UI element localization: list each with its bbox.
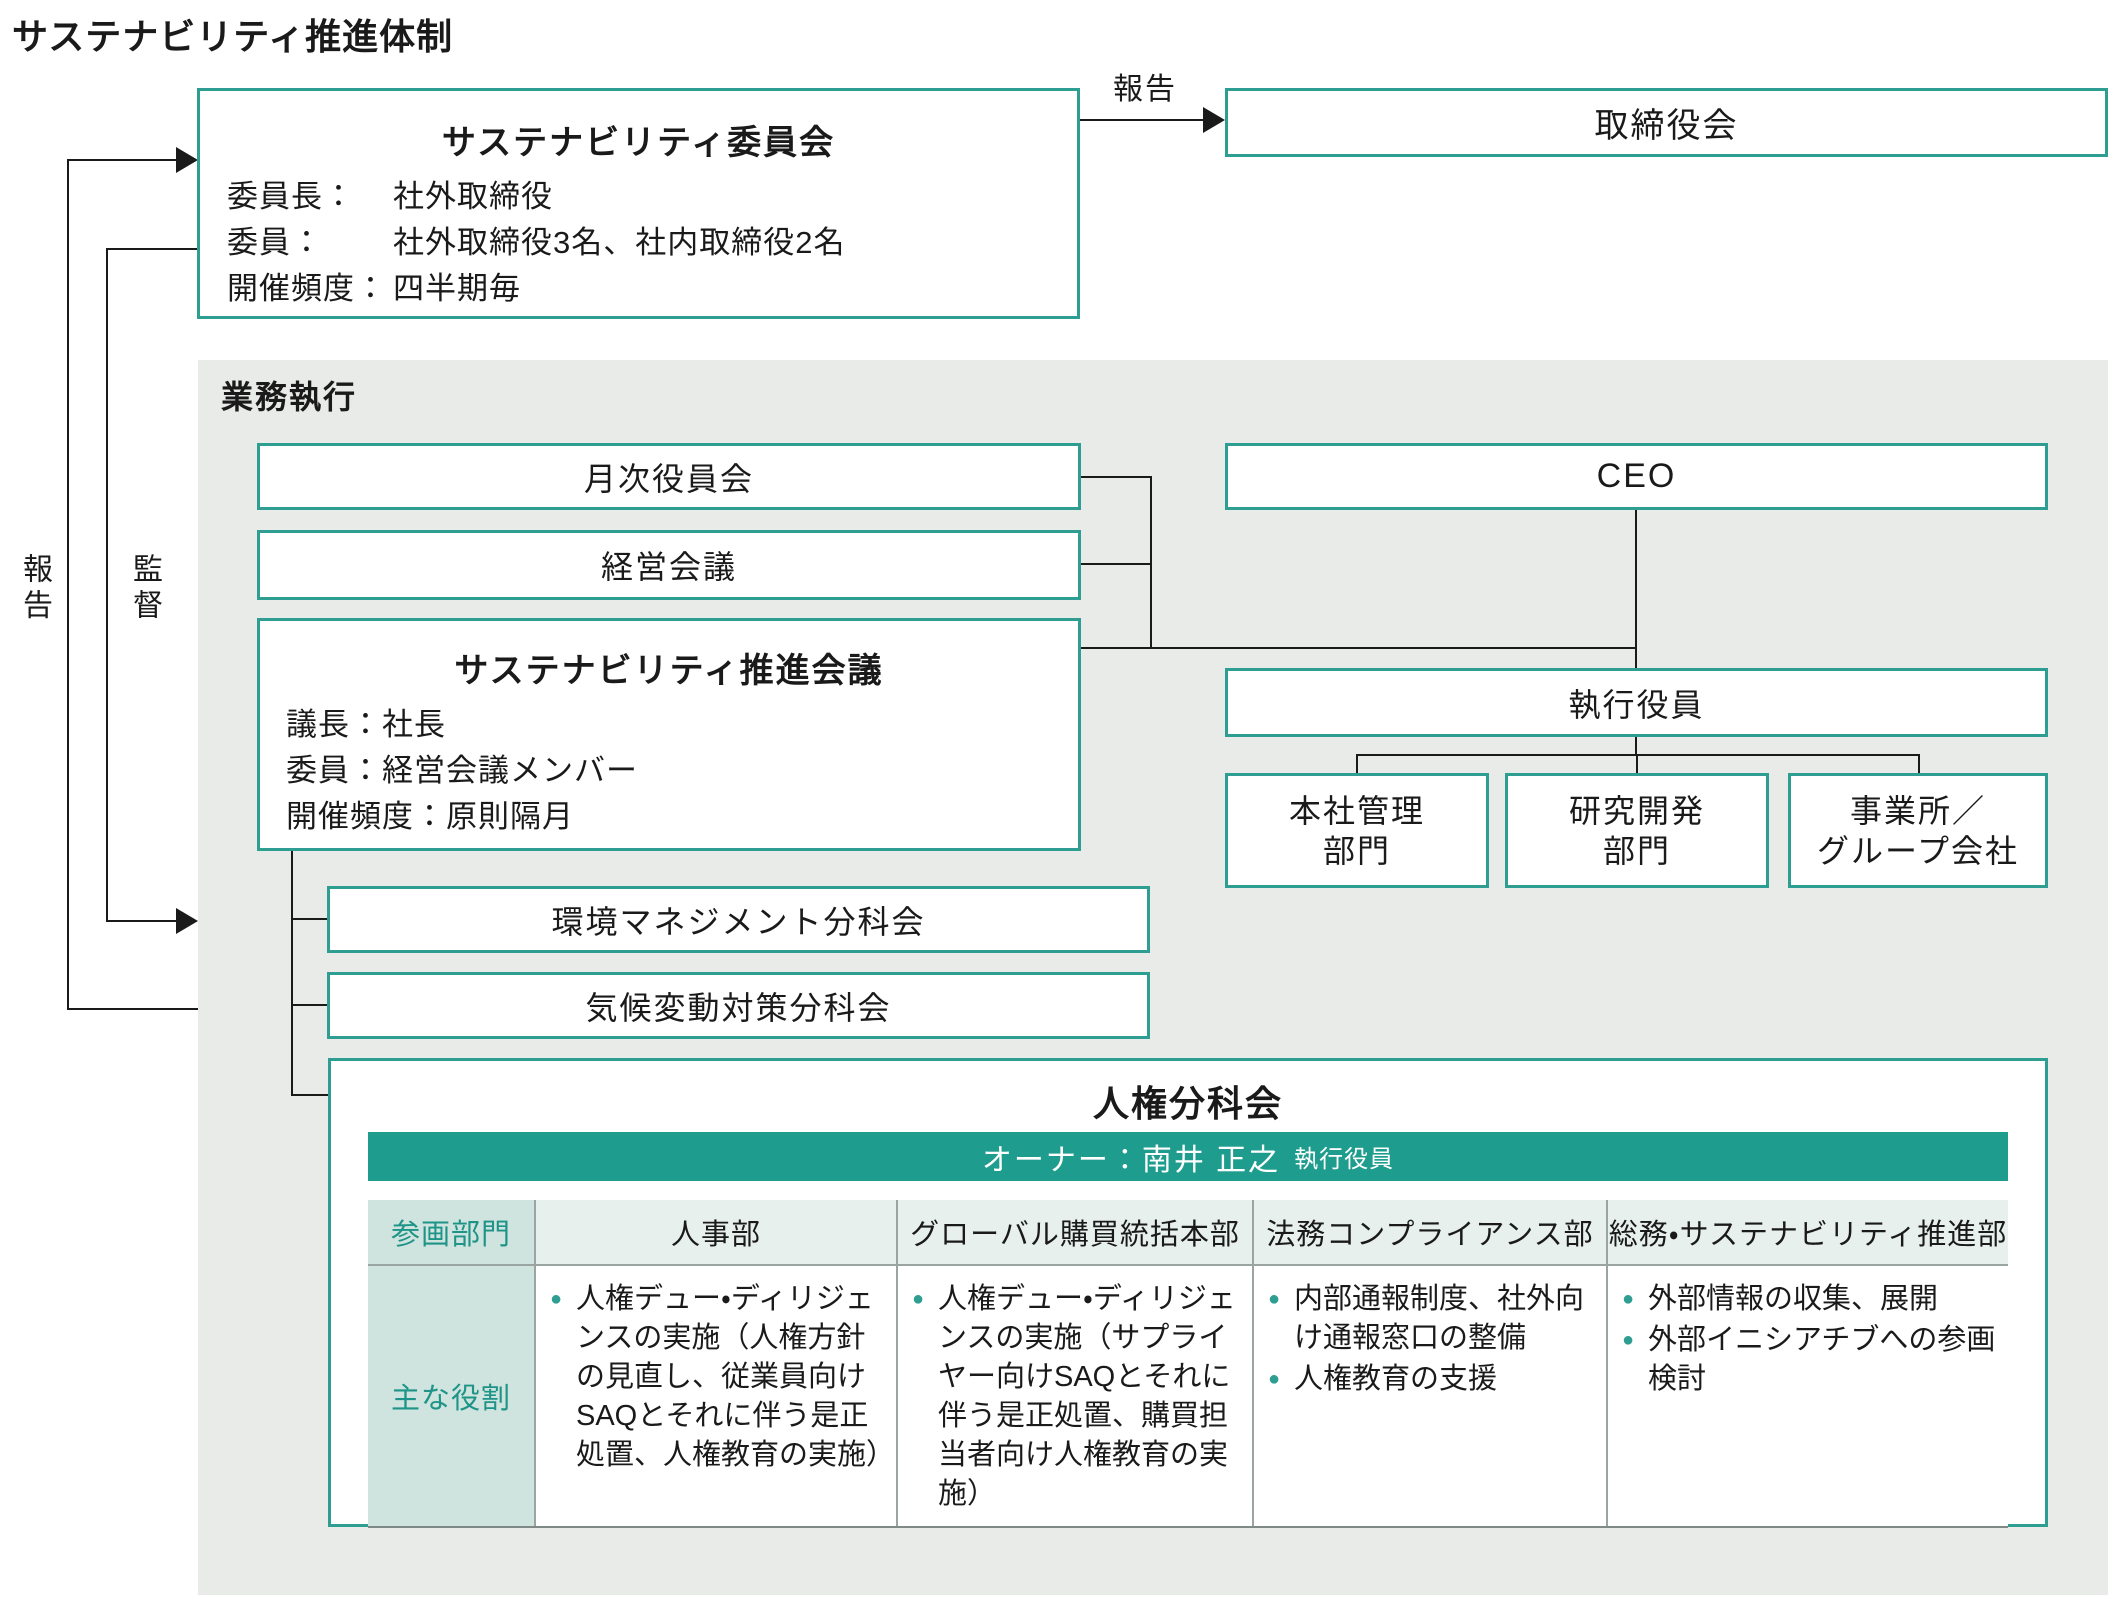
report-arrowhead-icon [176, 147, 198, 173]
owner-role-label: 執行役員 [1294, 1146, 1395, 1173]
cell-legal-roles: ●内部通報制度、社外向け通報窓口の整備 ●人権教育の支援 [1252, 1265, 1608, 1528]
report-line-top [67, 159, 179, 161]
dept-headquarters-line1: 本社管理 [1288, 792, 1425, 829]
bullet-icon: ● [1622, 1329, 1635, 1351]
committee-chair-value: 社外取締役 [393, 179, 553, 214]
committee-members-value: 社外取締役3名、社内取締役2名 [393, 225, 846, 260]
list-item: ●内部通報制度、社外向け通報窓口の整備 [1268, 1280, 1596, 1358]
dept-headquarters-box: 本社管理 部門 [1225, 773, 1489, 888]
committee-frequency-row: 開催頻度： 四半期毎 [227, 272, 1077, 306]
promotion-frequency-row: 開催頻度：原則隔月 [286, 799, 574, 834]
report-line-bottom [67, 1008, 198, 1010]
promotion-to-ceo-line [1081, 647, 1637, 649]
table-header-row: 参画部門 人事部 グローバル購買統括本部 法務コンプライアンス部 総務・サステナ… [368, 1200, 2008, 1266]
supervise-line-top [106, 248, 197, 250]
supervise-label: 監督 [128, 553, 161, 625]
ceo-label: CEO [1596, 457, 1677, 495]
dept-sites-box: 事業所／ グループ会社 [1788, 773, 2048, 888]
dept-rnd-line1: 研究開発 [1568, 792, 1705, 829]
departments-distributor-line [1356, 754, 1920, 756]
left-trunk-line [1150, 476, 1152, 649]
human-rights-table: 参画部門 人事部 グローバル購買統括本部 法務コンプライアンス部 総務・サステナ… [368, 1200, 2008, 1528]
management-to-trunk-line [1081, 563, 1152, 565]
executives-label: 執行役員 [1568, 686, 1705, 723]
dept-sites-line2: グループ会社 [1816, 832, 2020, 869]
board-of-directors-box: 取締役会 [1225, 88, 2108, 157]
monthly-to-trunk-line [1081, 476, 1152, 478]
monthly-board-box: 月次役員会 [257, 443, 1081, 510]
bullet-icon: ● [1268, 1288, 1281, 1310]
list-item: ●人権デュー・ディリジェンスの実施（人権方針の見直し、従業員向けSAQとそれに伴… [550, 1280, 895, 1475]
climate-subcommittee-label: 気候変動対策分科会 [585, 989, 892, 1026]
list-item: ●人権教育の支援 [1268, 1360, 1596, 1399]
human-rights-owner-bar: オーナー：南井 正之 執行役員 [368, 1132, 2008, 1181]
dept1-drop-line [1356, 754, 1358, 773]
dept3-drop-line [1918, 754, 1920, 773]
bullet-icon: ● [1268, 1368, 1281, 1390]
monthly-board-label: 月次役員会 [583, 460, 754, 497]
climate-stub-line [291, 1004, 327, 1006]
board-of-directors-label: 取締役会 [1594, 107, 1739, 145]
col-header-legal: 法務コンプライアンス部 [1252, 1200, 1608, 1266]
list-item: ●外部イニシアチブへの参画検討 [1622, 1321, 1998, 1399]
promotion-meeting-box: サステナビリティ推進会議 議長：社長 委員：経営会議メンバー 開催頻度：原則隔月 [257, 618, 1081, 851]
ceo-down-line [1635, 510, 1637, 668]
execution-area-label: 業務執行 [221, 379, 358, 415]
promotion-members-row: 委員：経営会議メンバー [286, 753, 638, 788]
committee-chair-row: 委員長： 社外取締役 [227, 180, 1077, 214]
sustainability-committee-title: サステナビリティ委員会 [441, 124, 836, 162]
col-header-general-affairs: 総務・サステナビリティ推進部 [1606, 1200, 2008, 1266]
human-rights-title: 人権分科会 [1092, 1083, 1283, 1124]
list-item: ●外部情報の収集、展開 [1622, 1280, 1998, 1319]
list-item: ●人権デュー・ディリジェンスの実施（サプライヤー向けSAQとそれに伴う是正処置、… [912, 1280, 1242, 1514]
management-meeting-label: 経営会議 [600, 549, 737, 585]
climate-subcommittee-box: 気候変動対策分科会 [327, 972, 1150, 1039]
committee-frequency-value: 四半期毎 [393, 271, 521, 306]
promotion-meeting-title: サステナビリティ推進会議 [454, 652, 884, 690]
table-body-row: 主な役割 ●人権デュー・ディリジェンスの実施（人権方針の見直し、従業員向けSAQ… [368, 1265, 2008, 1528]
subcommittee-trunk-line [291, 851, 293, 1096]
ceo-box: CEO [1225, 443, 2048, 510]
dept2-drop-line [1636, 754, 1638, 773]
cell-hr-dept-roles: ●人権デュー・ディリジェンスの実施（人権方針の見直し、従業員向けSAQとそれに伴… [534, 1265, 898, 1528]
page-title: サステナビリティ推進体制 [12, 16, 454, 57]
col-header-hr-dept: 人事部 [534, 1200, 898, 1266]
environment-subcommittee-box: 環境マネジメント分科会 [327, 886, 1150, 953]
env-stub-line [291, 918, 327, 920]
executives-box: 執行役員 [1225, 668, 2048, 737]
dept-rnd-box: 研究開発 部門 [1505, 773, 1769, 888]
dept-sites-line1: 事業所／ [1849, 792, 1986, 829]
owner-name-label: オーナー：南井 正之 [981, 1143, 1281, 1177]
supervise-arrowhead-icon [176, 908, 198, 934]
environment-subcommittee-label: 環境マネジメント分科会 [551, 903, 926, 940]
management-meeting-box: 経営会議 [257, 530, 1081, 600]
dept-headquarters-line2: 部門 [1322, 832, 1391, 869]
bullet-icon: ● [912, 1288, 925, 1310]
report-top-arrowhead-icon [1203, 107, 1225, 133]
col-header-procurement: グローバル購買統括本部 [896, 1200, 1254, 1266]
dept-rnd-line2: 部門 [1602, 832, 1671, 869]
supervise-line-vertical [106, 248, 108, 922]
report-left-label: 報告 [18, 553, 51, 625]
bullet-icon: ● [1622, 1288, 1635, 1310]
cell-procurement-roles: ●人権デュー・ディリジェンスの実施（サプライヤー向けSAQとそれに伴う是正処置、… [896, 1265, 1254, 1528]
sustainability-committee-box: サステナビリティ委員会 委員長： 社外取締役 委員： 社外取締役3名、社内取締役… [197, 88, 1080, 319]
row-header-departments: 参画部門 [368, 1200, 536, 1266]
supervise-line-bottom [106, 920, 178, 922]
committee-members-label: 委員： [227, 225, 323, 260]
report-line-vertical [67, 159, 69, 1010]
humanrights-stub-line [291, 1094, 328, 1096]
executives-down-line [1635, 737, 1637, 756]
committee-chair-label: 委員長： [227, 179, 355, 214]
report-top-label: 報告 [1113, 73, 1177, 106]
cell-general-affairs-roles: ●外部情報の収集、展開 ●外部イニシアチブへの参画検討 [1606, 1265, 2008, 1528]
report-top-line [1080, 119, 1205, 121]
bullet-icon: ● [550, 1288, 563, 1310]
promotion-chair-row: 議長：社長 [286, 707, 446, 742]
committee-members-row: 委員： 社外取締役3名、社内取締役2名 [227, 226, 1077, 260]
committee-frequency-label: 開催頻度： [227, 271, 387, 306]
row-header-roles: 主な役割 [368, 1265, 536, 1528]
